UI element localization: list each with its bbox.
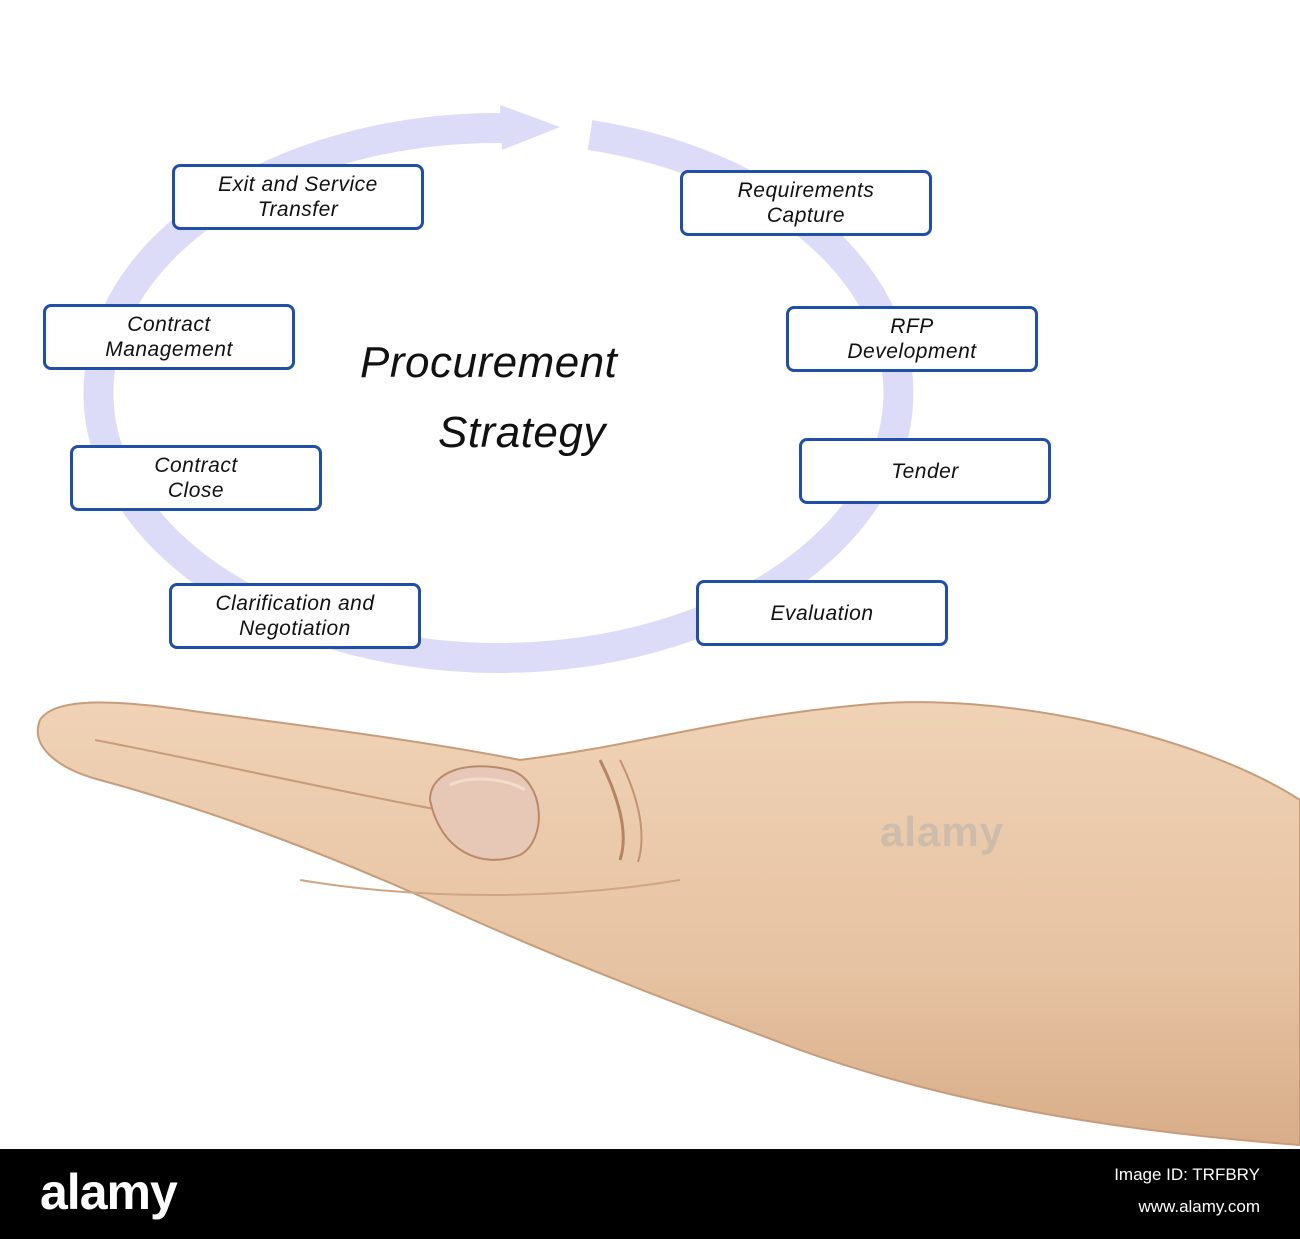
cycle-arrow-ring: [83, 112, 914, 673]
step-requirements-capture: Requirements Capture: [680, 170, 932, 236]
footer-image-id: Image ID: TRFBRY: [1114, 1165, 1260, 1184]
cycle-arrowhead: [500, 105, 560, 150]
step-exit-and-service-transfer: Exit and Service Transfer: [172, 164, 424, 230]
step-clarification-and-negotiation: Clarification and Negotiation: [169, 583, 421, 649]
footer-site: www.alamy.com: [1138, 1197, 1260, 1216]
watermark: alamy: [880, 808, 1005, 855]
diagram-title-line-2: Strategy: [438, 408, 606, 457]
stock-footer-bar: alamy Image ID: TRFBRY www.alamy.com: [0, 1149, 1300, 1239]
hand-illustration: [36, 701, 1300, 1147]
diagram-title-line-1: Procurement: [360, 338, 618, 387]
footer-brand-logo: alamy: [40, 1164, 178, 1220]
step-evaluation: Evaluation: [696, 580, 948, 646]
step-contract-management: Contract Management: [43, 304, 295, 370]
step-rfp-development: RFP Development: [786, 306, 1038, 372]
step-contract-close: Contract Close: [70, 445, 322, 511]
step-tender: Tender: [799, 438, 1051, 504]
